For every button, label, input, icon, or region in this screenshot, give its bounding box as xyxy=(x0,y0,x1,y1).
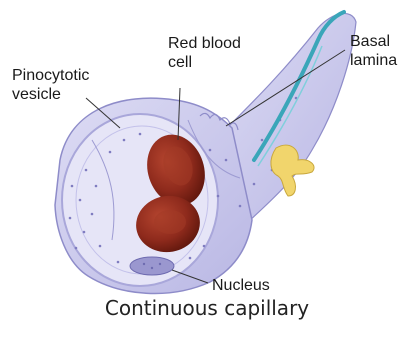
label-red-blood-cell: Red blood cell xyxy=(168,34,241,72)
nucleus xyxy=(130,257,174,275)
label-red-blood-cell-line1: Red blood xyxy=(168,34,241,53)
label-basal-lamina: Basal lamina xyxy=(350,32,397,70)
label-basal-lamina-line2: lamina xyxy=(350,51,397,70)
label-basal-lamina-line1: Basal xyxy=(350,32,397,51)
label-red-blood-cell-line2: cell xyxy=(168,53,241,72)
label-nucleus: Nucleus xyxy=(212,276,270,295)
label-pinocytotic-vesicle-line1: Pinocytotic xyxy=(12,66,89,85)
label-pinocytotic-vesicle: Pinocytotic vesicle xyxy=(12,66,89,104)
label-pinocytotic-vesicle-line2: vesicle xyxy=(12,85,89,104)
figure-caption: Continuous capillary xyxy=(0,296,414,320)
